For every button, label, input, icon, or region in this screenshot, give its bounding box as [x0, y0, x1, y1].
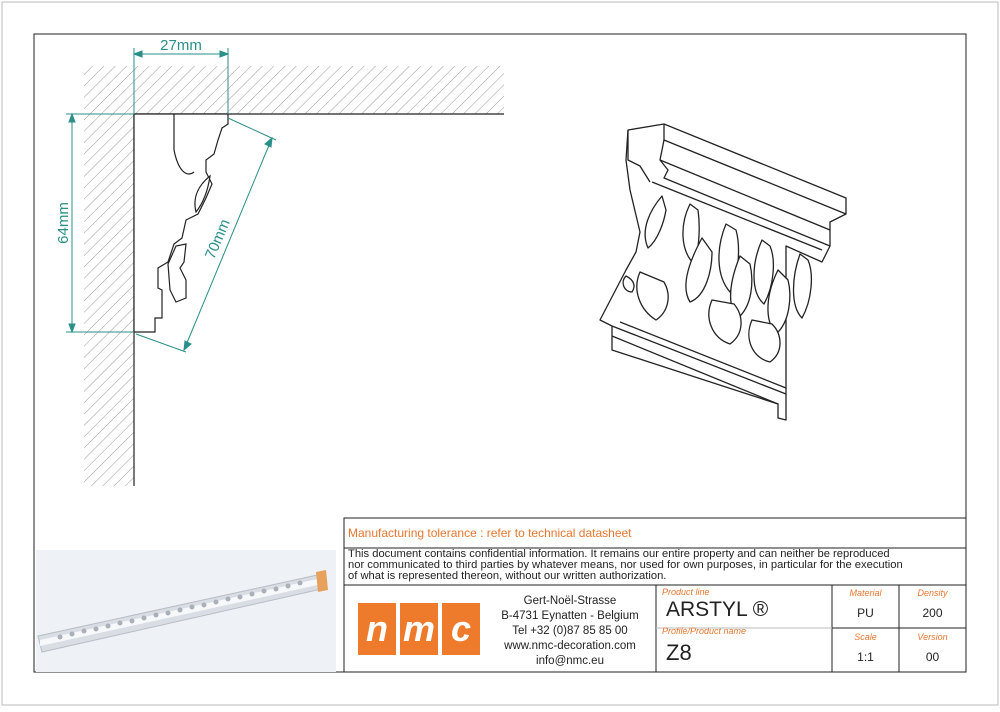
wall-ceiling-hatch [84, 66, 504, 486]
address-street: Gert-Noël-Strasse [523, 595, 617, 607]
dimension-lines [66, 48, 277, 353]
confidential-notice: This document contains confidential info… [348, 548, 903, 582]
confidential-line: of what is represented thereon, without … [348, 570, 667, 582]
width-dimension-label: 27mm [160, 37, 202, 54]
address-phone: Tel +32 (0)87 85 85 00 [512, 625, 628, 637]
address-email: info@nmc.eu [536, 655, 604, 667]
diagonal-dimension-label: 70mm [202, 217, 234, 262]
density-value: 200 [922, 606, 943, 620]
logo-letter-c: c [442, 603, 480, 655]
logo-letter-m: m [400, 603, 438, 655]
profile-caption: Profile/Product name [662, 626, 747, 636]
scale-value: 1:1 [857, 650, 874, 664]
material-caption: Material [849, 588, 882, 598]
material-value: PU [857, 606, 874, 620]
address-city: B-4731 Eynatten - Belgium [501, 610, 639, 622]
density-caption: Density [917, 588, 948, 598]
cornice-profile [133, 113, 229, 333]
confidential-line: This document contains confidential info… [348, 548, 890, 560]
confidential-line: nor communicated to third parties by wha… [348, 559, 903, 571]
profile-name: Z8 [666, 640, 692, 665]
cornice-3d-view [599, 123, 847, 421]
version-caption: Version [917, 632, 948, 642]
product-line: ARSTYL ® [666, 598, 769, 621]
product-photo [36, 550, 336, 672]
product-line-caption: Product line [662, 587, 710, 597]
address-website: www.nmc-decoration.com [504, 640, 636, 652]
version-value: 00 [925, 650, 940, 664]
logo-letter-n: n [358, 603, 396, 655]
title-block-frame [343, 517, 967, 673]
scale-caption: Scale [854, 632, 877, 642]
tolerance-note: Manufacturing tolerance : refer to techn… [348, 526, 632, 540]
height-dimension-label: 64mm [55, 202, 72, 244]
company-address: Gert-Noël-Strasse B-4731 Eynatten - Belg… [490, 594, 650, 669]
